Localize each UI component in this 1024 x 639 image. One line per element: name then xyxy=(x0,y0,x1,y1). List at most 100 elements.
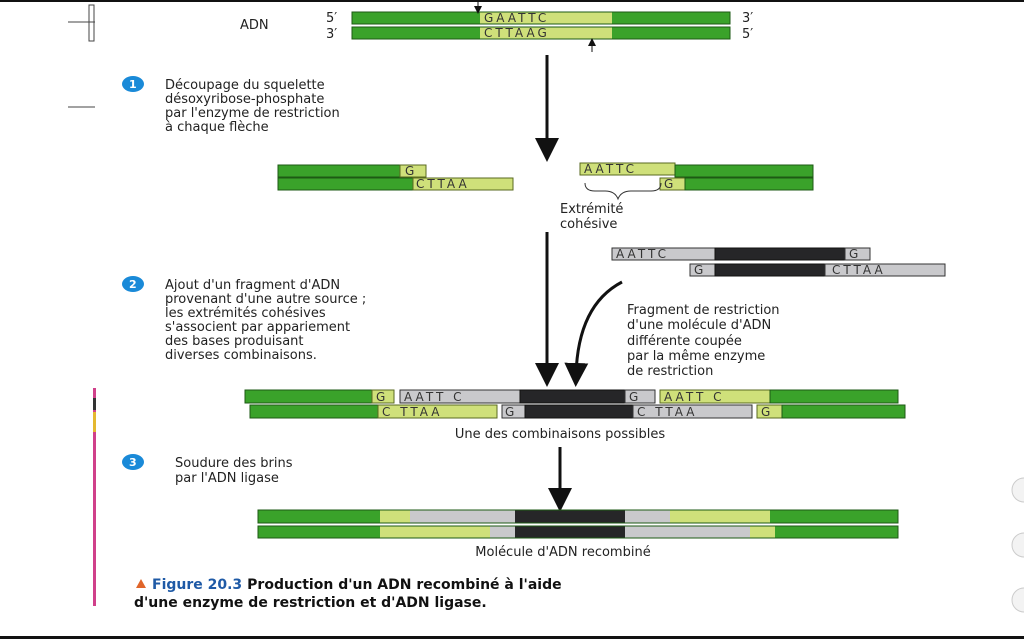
adn-label: ADN xyxy=(240,18,269,33)
top-border xyxy=(0,0,1024,2)
dna-strand-segment xyxy=(844,247,871,261)
figure-caption: Figure 20.3 Production d'un ADN recombiné… xyxy=(134,577,562,611)
dna-strand-segment xyxy=(714,263,826,277)
dna-strand-segment xyxy=(93,412,96,432)
fragment-seq: G xyxy=(694,263,706,277)
step-number: 1 xyxy=(129,78,137,91)
cut-fragments: G CTTAA AATTC G Extrémité cohésive xyxy=(277,162,814,232)
dna-strand-segment xyxy=(244,389,373,404)
dna-strand-segment xyxy=(625,526,750,538)
step-text-line: Ajout d'un fragment d'ADN xyxy=(165,278,340,293)
original-dna: ADN 5′ 3′ 3′ 5′ GAATTC CTTAAG xyxy=(240,0,753,52)
cut-seq: CTTAA xyxy=(416,177,470,191)
step-3: 3 Soudure des brins par l'ADN ligase xyxy=(122,454,293,486)
dna-strand-segment xyxy=(674,164,814,178)
fragment-label: par la même enzyme xyxy=(627,349,765,364)
dna-strand-segment xyxy=(93,388,96,606)
dna-strand-segment xyxy=(399,164,427,178)
bottom-border xyxy=(0,636,1024,639)
label-5prime-right: 5′ xyxy=(742,27,753,42)
label-3prime-left: 3′ xyxy=(326,27,337,42)
step-text-line: Soudure des brins xyxy=(175,456,293,471)
diagram-element[interactable] xyxy=(1011,587,1024,613)
fragment-seq: G xyxy=(849,247,861,261)
dna-strand-segment xyxy=(632,404,753,419)
step-text-line: des bases produisant xyxy=(165,334,304,349)
combo-seq: C TTAA xyxy=(637,405,697,419)
recombinant-dna: Molécule d'ADN recombiné xyxy=(257,509,899,560)
dna-strand-segment xyxy=(480,27,612,39)
cut-seq: G xyxy=(664,177,676,191)
cut-seq: G xyxy=(405,164,417,178)
dna-strand-segment xyxy=(515,510,625,523)
step-number-badge xyxy=(122,276,144,292)
fragment-label: Fragment de restriction xyxy=(627,303,780,318)
site-bottom-seq: CTTAAG xyxy=(484,26,550,40)
diagram-element[interactable] xyxy=(1011,532,1024,558)
site-top-seq: GAATTC xyxy=(484,11,549,25)
caption-line: Production d'un ADN recombiné à l'aide xyxy=(247,577,561,593)
step-number: 3 xyxy=(129,456,137,469)
dna-strand-segment xyxy=(750,526,775,538)
step-number-badge xyxy=(122,76,144,92)
result-label: Molécule d'ADN recombiné xyxy=(475,545,650,560)
step-text-line: à chaque flèche xyxy=(165,120,269,135)
step-text-line: diverses combinaisons. xyxy=(165,348,317,363)
diagram-element: Figure 20.3 Production d'un ADN recombiné… xyxy=(152,577,562,593)
label-3prime-right: 3′ xyxy=(742,11,753,26)
caption-triangle-icon xyxy=(136,579,146,588)
step-text-line: Découpage du squelette xyxy=(165,78,325,93)
fragment-label: différente coupée xyxy=(627,334,742,349)
side-scroll-buttons[interactable] xyxy=(1011,477,1024,613)
cut-seq: AATTC xyxy=(584,162,637,176)
dna-strand-segment xyxy=(249,404,379,419)
dna-strand-segment xyxy=(769,389,899,404)
dna-strand-segment xyxy=(277,164,401,178)
step-text-line: par l'enzyme de restriction xyxy=(165,106,340,121)
dna-strand-segment xyxy=(277,177,414,191)
dna-strand-segment xyxy=(380,526,490,538)
dna-strand-segment xyxy=(781,404,906,419)
fragment-seq: CTTAA xyxy=(832,263,886,277)
combo-seq: G xyxy=(505,405,517,419)
dna-strand-segment xyxy=(684,177,814,191)
left-margin-marks xyxy=(68,4,96,606)
dna-strand-segment xyxy=(371,389,395,404)
cohesive-brace xyxy=(584,182,662,201)
fragment-label: d'une molécule d'ADN xyxy=(627,318,771,333)
dna-strand-segment xyxy=(490,526,515,538)
dna-strand-segment xyxy=(519,389,626,404)
cohesive-label: Extrémité xyxy=(560,202,623,217)
step-text-line: désoxyribose-phosphate xyxy=(165,92,324,107)
dna-strand-segment xyxy=(377,404,498,419)
dna-strand-segment xyxy=(380,510,410,523)
step-1: 1 Découpage du squelette désoxyribose-ph… xyxy=(122,76,340,135)
dna-strand-segment xyxy=(88,4,95,42)
cohesive-label: cohésive xyxy=(560,217,617,232)
dna-strand-segment xyxy=(412,177,514,191)
step-text-line: provenant d'une autre source ; xyxy=(165,292,366,307)
combo-seq: G xyxy=(376,390,388,404)
dna-strand-segment xyxy=(670,510,770,523)
step-text-line: par l'ADN ligase xyxy=(175,471,279,486)
combo-seq: AATT C xyxy=(664,390,724,404)
step-number-badge xyxy=(122,454,144,470)
step-2: 2 Ajout d'un fragment d'ADN provenant d'… xyxy=(122,276,366,363)
diagram-element[interactable] xyxy=(1011,477,1024,503)
dna-strand-segment xyxy=(410,510,515,523)
step-text-line: s'associent par appariement xyxy=(165,320,350,335)
fragment-seq: AATTC xyxy=(616,247,669,261)
curved-arrow xyxy=(564,280,623,387)
step-number: 2 xyxy=(129,278,137,291)
fragment-label: de restriction xyxy=(627,364,713,379)
dna-strand-segment xyxy=(480,12,612,24)
dna-strand-segment xyxy=(93,398,96,410)
figure-number: Figure 20.3 xyxy=(152,577,242,593)
dna-strand-segment xyxy=(625,510,670,523)
combo-seq: G xyxy=(629,390,641,404)
dna-strand-segment xyxy=(524,404,634,419)
diagram-element xyxy=(257,509,899,539)
dna-strand-segment xyxy=(714,247,846,261)
combination-label: Une des combinaisons possibles xyxy=(455,427,666,442)
dna-strand-segment xyxy=(515,526,625,538)
